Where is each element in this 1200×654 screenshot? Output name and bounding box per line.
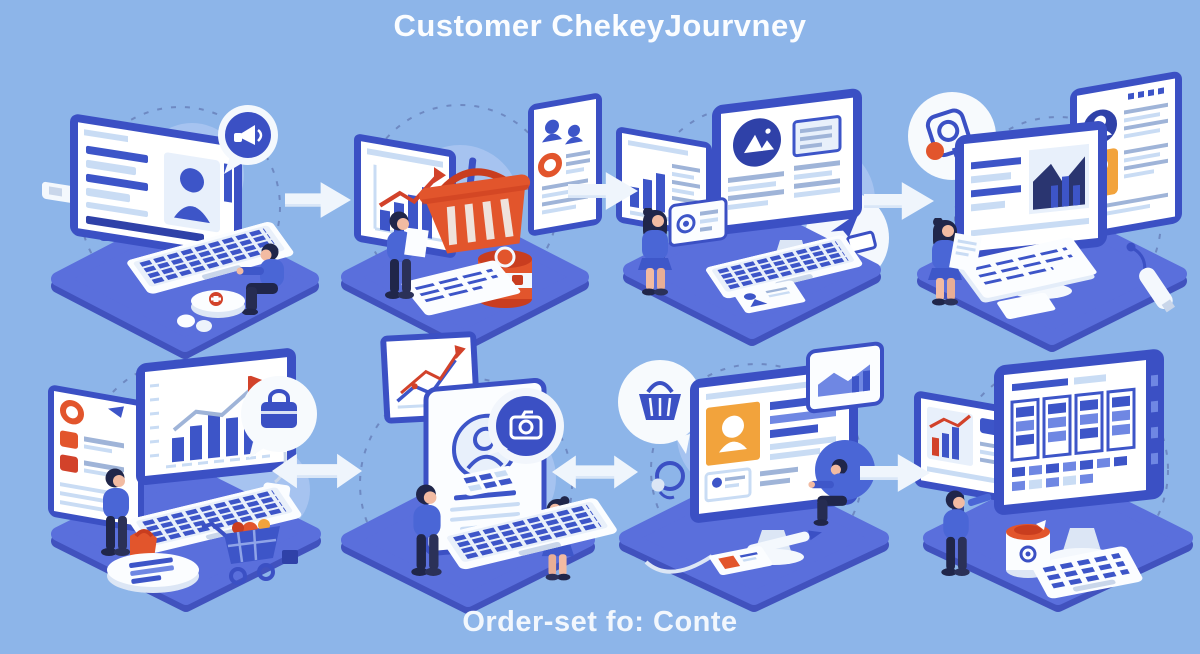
seller-tile <box>706 401 760 466</box>
flow-arrow-right-3 <box>864 182 934 220</box>
floor-card <box>709 546 773 576</box>
pebble <box>177 314 195 328</box>
held-document <box>949 232 982 272</box>
profile-monitor <box>70 114 242 261</box>
orders-list-panel <box>48 385 144 532</box>
headset-icon <box>651 461 685 500</box>
roller-knob <box>1126 242 1136 252</box>
camera-icon <box>676 214 696 234</box>
text-disc <box>107 553 199 593</box>
camera-tablet <box>668 197 728 247</box>
report-paper <box>404 227 429 258</box>
briefcase-bubble-icon <box>261 389 297 428</box>
paint-roller <box>1139 267 1176 313</box>
camera-icon <box>509 410 543 440</box>
speech-bubble <box>218 105 278 174</box>
flow-arrow-right-2 <box>568 172 638 210</box>
avatar-icon <box>180 168 204 193</box>
chart-monitor <box>955 121 1107 262</box>
avatar-card <box>164 152 220 233</box>
floor-document <box>401 260 521 316</box>
floor-paper <box>997 292 1056 319</box>
panel-profile-browsing <box>42 105 319 359</box>
keypad-icon <box>1031 546 1143 599</box>
speech-bubble <box>488 388 564 464</box>
donut-icon <box>60 400 84 425</box>
flow-arrow-right-4 <box>860 454 930 492</box>
cable <box>644 554 714 574</box>
media-monitor <box>712 88 862 235</box>
flow-arrow-both-1 <box>272 453 362 489</box>
area-chart <box>1033 156 1085 210</box>
panel-content-review <box>616 88 889 346</box>
shopping-basket-icon <box>419 157 531 254</box>
button-disc <box>191 290 245 318</box>
dashboard-monitor <box>994 349 1164 515</box>
megaphone-icon <box>234 125 263 145</box>
monitor-stand <box>1062 528 1102 554</box>
list-item-icon <box>60 430 78 449</box>
list-item-icon <box>60 454 78 473</box>
flow-arrow-both-2 <box>552 455 638 489</box>
module-columns <box>1010 387 1136 462</box>
panel-account-card <box>341 331 593 614</box>
image-post-icon <box>744 128 774 154</box>
floor-photo-card <box>733 280 806 314</box>
floor-document <box>957 237 1097 303</box>
grid-tablet <box>457 466 521 496</box>
donut-icon <box>538 152 562 178</box>
panel-admin-dashboard <box>914 349 1193 612</box>
panel-storefront-page <box>618 341 889 612</box>
panel-order-dashboard <box>48 348 321 612</box>
shopping-cart-icon <box>201 519 298 585</box>
contact-card <box>528 93 602 236</box>
page-subtitle: Order-set fo: Conte <box>462 606 738 638</box>
panel-shopping-research <box>341 93 602 351</box>
panel-report-analysis <box>908 71 1187 352</box>
flow-arrow-right-1 <box>285 182 351 218</box>
users-icon <box>542 119 583 145</box>
basket-bubble-icon <box>639 381 681 420</box>
review-card <box>704 467 752 503</box>
speech-bubble <box>618 360 702 454</box>
raised-arm <box>967 493 992 507</box>
page-title: Customer ChekeyJourvney <box>393 8 807 43</box>
pencil-icon <box>108 406 124 418</box>
pebble <box>196 320 212 332</box>
speech-bubble <box>241 376 317 458</box>
floating-chart-card <box>806 341 884 414</box>
analytics-board <box>354 134 456 258</box>
